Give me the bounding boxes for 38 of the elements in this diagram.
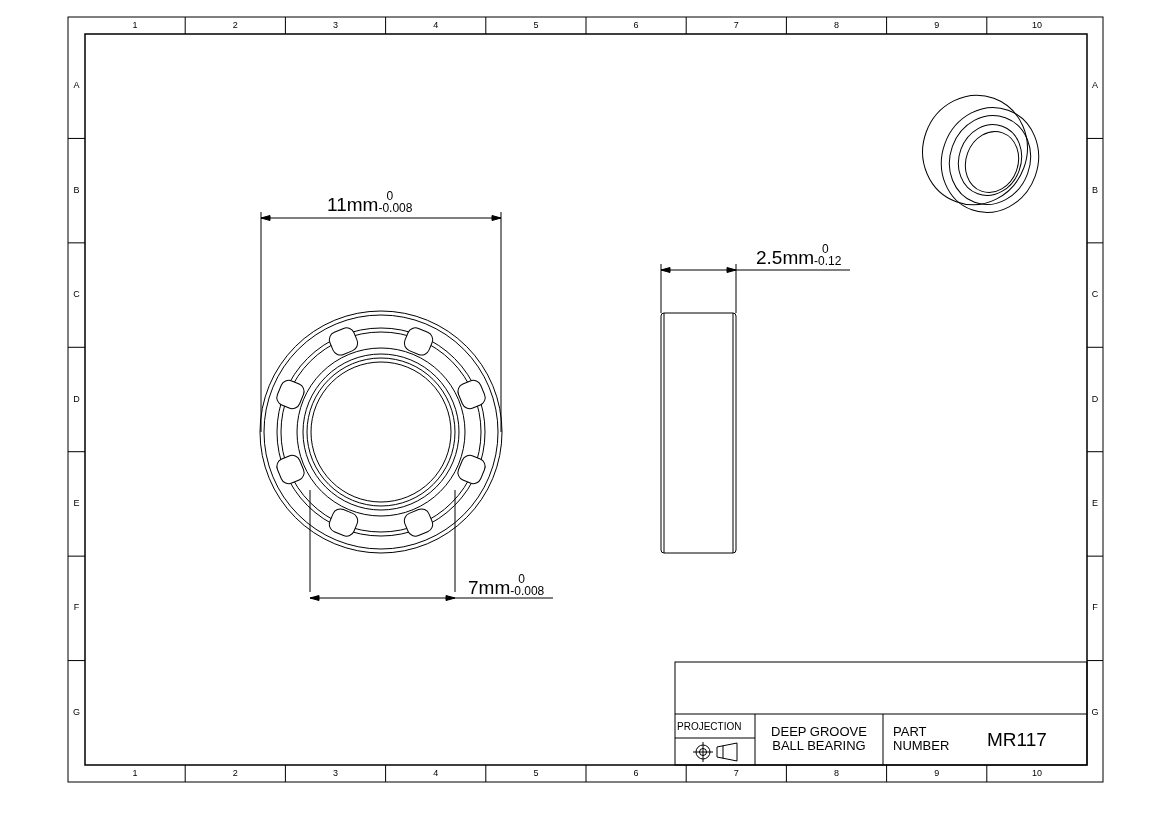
grid-number: 9 [934, 768, 940, 779]
grid-letter: B [1092, 185, 1098, 196]
grid-number: 7 [733, 768, 739, 779]
grid-number: 10 [1031, 768, 1042, 779]
grid-number: 4 [433, 768, 439, 779]
grid-number: 1 [132, 20, 138, 31]
grid-letter: E [1092, 499, 1098, 509]
grid-number: 7 [733, 20, 739, 31]
part-number-label: PART NUMBER [893, 725, 949, 754]
grid-letter: A [1092, 81, 1098, 92]
grid-letter: F [73, 603, 80, 614]
grid-number: 9 [934, 20, 940, 31]
grid-letter: G [73, 707, 80, 718]
grid-number: 2 [232, 20, 238, 31]
grid-number: 8 [834, 20, 839, 31]
grid-number: 5 [533, 768, 539, 779]
grid-number: 6 [633, 20, 639, 31]
grid-letter: C [73, 290, 80, 300]
grid-number: 3 [333, 20, 338, 31]
grid-letter: D [73, 394, 80, 405]
grid-number: 6 [633, 768, 639, 779]
grid-letter: C [1091, 290, 1099, 300]
part-description: DEEP GROOVE BALL BEARING [770, 725, 868, 754]
grid-letter: B [73, 185, 80, 196]
grid-number: 1 [132, 768, 138, 779]
part-number: MR117 [987, 730, 1047, 751]
grid-letter: A [73, 81, 80, 92]
grid-number: 4 [433, 20, 439, 31]
grid-number: 2 [232, 768, 238, 779]
projection-label: PROJECTION [677, 721, 742, 732]
grid-letter: F [1092, 603, 1098, 614]
grid-number: 3 [333, 768, 338, 779]
grid-letter: D [1091, 394, 1099, 405]
grid-number: 10 [1031, 20, 1042, 31]
grid-letter: G [1091, 707, 1099, 718]
grid-letter: E [73, 499, 80, 509]
grid-number: 5 [533, 20, 539, 31]
grid-number: 8 [834, 768, 839, 779]
